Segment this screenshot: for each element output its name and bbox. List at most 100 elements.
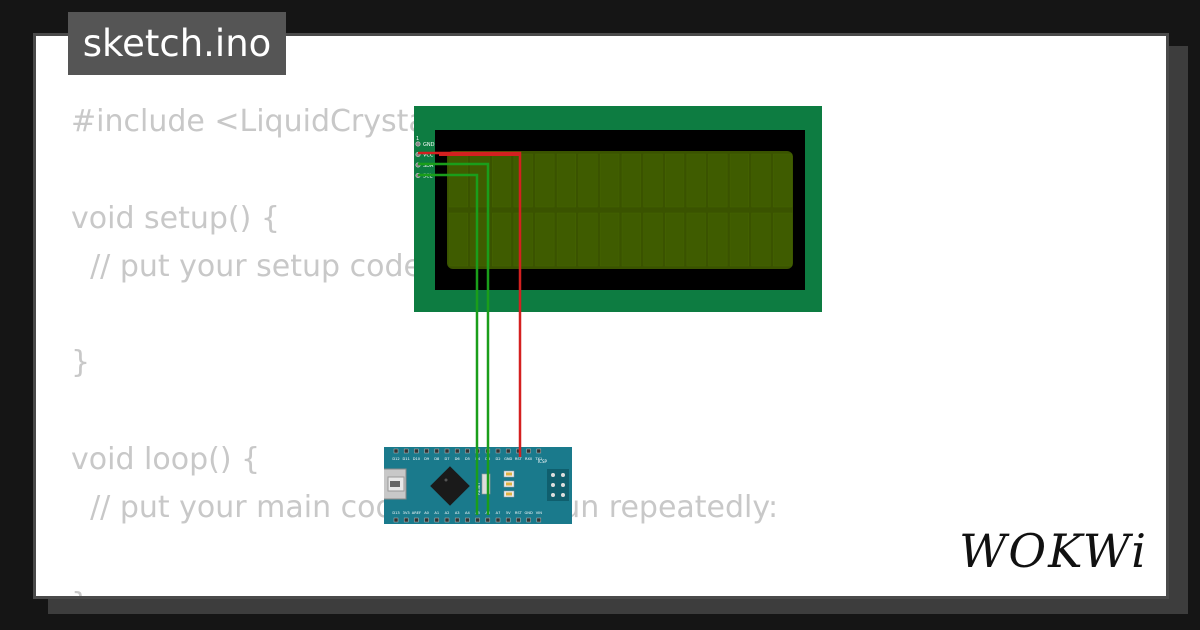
lcd-cell (600, 153, 620, 208)
nano-top-pin-label: GND (504, 457, 512, 461)
lcd-cell (773, 212, 793, 267)
icsp-pin (561, 473, 565, 477)
wire-scl[interactable] (418, 173, 479, 515)
lcd-cell (729, 212, 749, 267)
lcd-cell (773, 153, 793, 208)
nano-bottom-pin[interactable] (465, 517, 470, 523)
lcd-cell (535, 153, 555, 208)
nano-top-pin-label: D11 (403, 457, 410, 461)
lcd-cell (600, 212, 620, 267)
lcd-cell (621, 212, 641, 267)
icsp-pin (561, 493, 565, 497)
lcd-cell (665, 153, 685, 208)
nano-bottom-pin-label: D13 (392, 511, 399, 515)
lcd-cell (513, 153, 533, 208)
nano-bottom-pin[interactable] (536, 517, 542, 523)
nano-top-pin[interactable] (434, 448, 440, 454)
nano-bottom-pin-label: RST (515, 511, 523, 515)
nano-bottom-pin[interactable] (495, 517, 501, 523)
nano-bottom-pin[interactable] (475, 517, 480, 523)
nano-bottom-pin[interactable] (526, 517, 531, 523)
svg-text:RESET: RESET (476, 482, 481, 495)
lcd-cell (513, 212, 533, 267)
nano-top-pin[interactable] (465, 448, 470, 454)
file-tab[interactable]: sketch.ino (68, 12, 286, 75)
nano-top-pin[interactable] (403, 448, 409, 454)
nano-top-pin-label: RX0 (525, 457, 533, 461)
nano-bottom-pin-label: AREF (412, 511, 421, 515)
nano-bottom-pin[interactable] (444, 517, 450, 523)
nano-top-pin[interactable] (424, 448, 429, 454)
nano-top-pin[interactable] (526, 448, 531, 454)
icsp-pin (551, 483, 555, 487)
code-line: } (71, 581, 778, 596)
lcd-cell (729, 153, 749, 208)
code-line: void loop() { (71, 442, 261, 478)
nano-bottom-pin-label: 3V3 (403, 511, 410, 515)
lcd-cell (708, 153, 728, 208)
icsp-pin (551, 473, 555, 477)
lcd-cell (578, 212, 598, 267)
nano-bottom-pin[interactable] (516, 517, 521, 523)
lcd-cell (751, 153, 771, 208)
nano-bottom-pin[interactable] (485, 517, 491, 523)
nano-top-pin[interactable] (454, 448, 460, 454)
wokwi-logo: WOKWi (959, 524, 1148, 578)
nano-top-pin[interactable] (495, 448, 501, 454)
nano-top-pin-label: D10 (413, 457, 421, 461)
lcd-cell (556, 212, 576, 267)
lcd-pin[interactable] (415, 141, 421, 147)
nano-bottom-pin[interactable] (403, 517, 409, 523)
nano-bottom-pin[interactable] (454, 517, 460, 523)
nano-bottom-pin[interactable] (424, 517, 429, 523)
nano-top-pin-label: D6 (455, 457, 461, 461)
nano-top-pin[interactable] (444, 448, 450, 454)
lcd-cell (448, 212, 468, 267)
nano-top-pin-label: D7 (444, 457, 449, 461)
nano-top-pin[interactable] (536, 448, 542, 454)
nano-bottom-pin-label: A4 (465, 511, 470, 515)
code-line: void setup() { (71, 200, 280, 236)
file-tab-label: sketch.ino (82, 22, 272, 65)
nano-top-pin[interactable] (505, 448, 511, 454)
nano-top-pin-label: RST (515, 457, 523, 461)
nano-top-pin[interactable] (414, 448, 419, 454)
nano-top-pin-label: D5 (465, 457, 470, 461)
svg-text:ICSP: ICSP (538, 459, 548, 464)
nano-bottom-pin-label: A1 (434, 511, 439, 515)
nano-bottom-pin-label: A2 (445, 511, 450, 515)
lcd-cell (665, 212, 685, 267)
nano-bottom-pin-label: 5V (506, 511, 511, 515)
lcd-screen (447, 151, 793, 269)
wokwi-logo-text: WOKWi (959, 524, 1148, 578)
nano-bottom-pin[interactable] (434, 517, 440, 523)
nano-top-pin-label: TX1 (534, 457, 542, 461)
lcd-cell (643, 153, 663, 208)
nano-top-pin-label: D9 (424, 457, 430, 461)
icsp-pin (551, 493, 555, 497)
nano-bottom-pin[interactable] (393, 517, 399, 523)
lcd-cell (578, 153, 598, 208)
reset-button-icon: RESET (476, 473, 491, 495)
nano-top-pin[interactable] (393, 448, 399, 454)
lcd-pin-label: VCC (423, 153, 434, 159)
lcd-character-grid (448, 153, 793, 267)
wire-vcc[interactable] (418, 151, 522, 457)
wire-sda[interactable] (418, 162, 490, 515)
wire-vcc-stub[interactable] (418, 152, 520, 156)
lcd-cell (556, 153, 576, 208)
lcd-bezel (435, 130, 805, 290)
nano-bottom-pin-label: GND (524, 511, 532, 515)
nano-bottom-pin[interactable] (414, 517, 419, 523)
code-line: } (71, 345, 91, 381)
nano-top-pin-label: D12 (392, 457, 399, 461)
nano-bottom-pin-label: A7 (496, 511, 501, 515)
lcd-cell (643, 212, 663, 267)
lcd-cell (535, 212, 555, 267)
nano-bottom-pin[interactable] (505, 517, 511, 523)
lcd-pin-label: SCL (423, 174, 433, 180)
status-leds-icon (503, 470, 515, 498)
icsp-header-icon: ICSP (538, 459, 569, 501)
